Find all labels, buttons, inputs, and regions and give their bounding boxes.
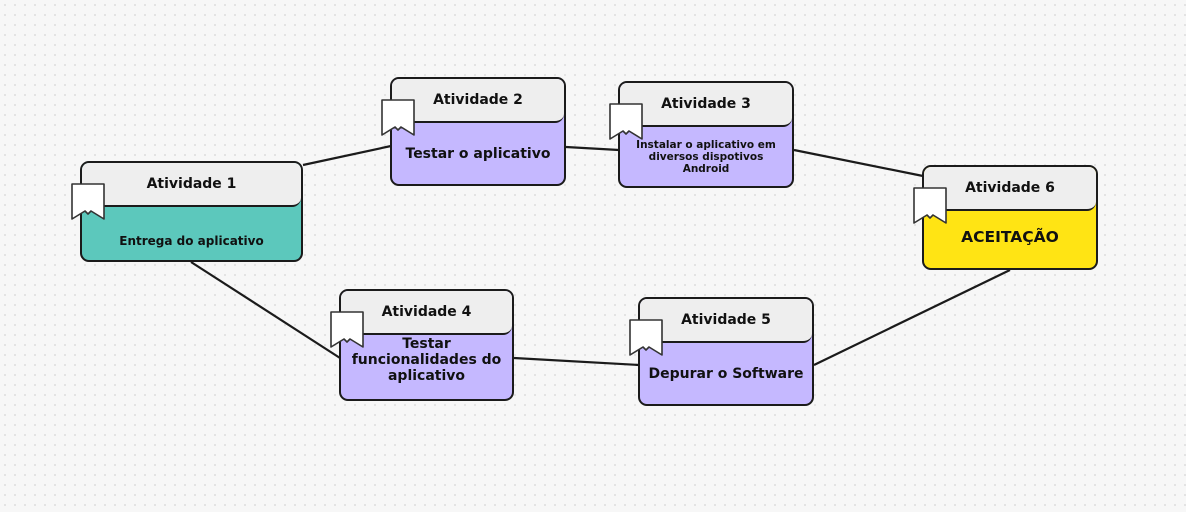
- activity-description: Testar o aplicativo: [405, 145, 551, 162]
- connector-2-3[interactable]: [565, 145, 620, 152]
- activity-card-2[interactable]: Testar o aplicativo Atividade 2: [390, 77, 566, 186]
- connector-4-5[interactable]: [513, 356, 640, 367]
- bookmark-note-icon: [609, 103, 643, 140]
- activity-card-5[interactable]: Depurar o Software Atividade 5: [638, 297, 814, 406]
- connector-1-2[interactable]: [302, 144, 392, 167]
- bookmark-note-icon: [71, 183, 105, 220]
- activity-title: Atividade 4: [341, 291, 512, 335]
- activity-description: Entrega do aplicativo: [119, 233, 264, 248]
- activity-title: Atividade 1: [82, 163, 301, 207]
- activity-card-1[interactable]: Entrega do aplicativo Atividade 1: [80, 161, 303, 262]
- bookmark-note-icon: [330, 311, 364, 348]
- activity-title: Atividade 2: [392, 79, 564, 123]
- connector-1-4[interactable]: [190, 261, 341, 359]
- connector-5-6[interactable]: [813, 269, 1011, 366]
- activity-description: Instalar o aplicativo em diversos dispot…: [636, 138, 776, 175]
- connector-3-6[interactable]: [793, 148, 924, 178]
- activity-title: Atividade 6: [924, 167, 1096, 211]
- bookmark-note-icon: [381, 99, 415, 136]
- activity-description: ACEITAÇÃO: [961, 227, 1059, 246]
- activity-card-6[interactable]: ACEITAÇÃO Atividade 6: [922, 165, 1098, 270]
- activity-description: Depurar o Software: [648, 365, 804, 382]
- bookmark-note-icon: [629, 319, 663, 356]
- bookmark-note-icon: [913, 187, 947, 224]
- activity-card-3[interactable]: Instalar o aplicativo em diversos dispot…: [618, 81, 794, 188]
- activity-title: Atividade 5: [640, 299, 812, 343]
- activity-description: Testar funcionalidades do aplicativo: [351, 336, 502, 384]
- activity-title: Atividade 3: [620, 83, 792, 127]
